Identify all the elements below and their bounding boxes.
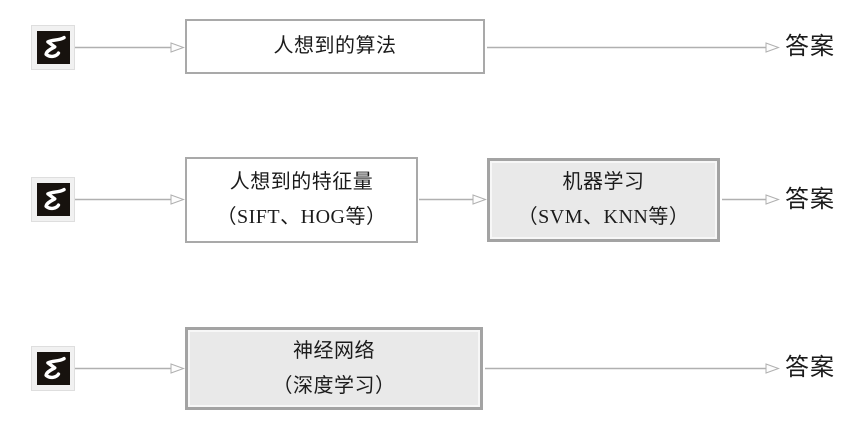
handwritten-5-icon: [36, 183, 70, 216]
box-sublabel: （深度学习）: [272, 374, 396, 397]
arrow-box-to-answer: [487, 42, 780, 53]
answer-label: 答案: [785, 187, 835, 213]
box-neural-network: 神经网络 （深度学习）: [185, 327, 483, 410]
answer-label: 答案: [785, 34, 835, 60]
box-human-features: 人想到的特征量 （SIFT、HOG等）: [185, 157, 418, 243]
box-label: 人想到的特征量: [229, 171, 374, 193]
box-machine-learning: 机器学习 （SVM、KNN等）: [487, 158, 720, 242]
digit-5-image: [31, 177, 75, 222]
digit-5-image: [31, 25, 75, 70]
answer-label: 答案: [785, 355, 835, 381]
box-label: 机器学习: [562, 171, 645, 193]
arrow-box-to-box: [419, 194, 487, 205]
handwritten-5-icon: [36, 352, 70, 385]
box-sublabel: （SVM、KNN等）: [517, 206, 690, 228]
digit-5-image: [31, 346, 75, 391]
box-label: 神经网络: [293, 339, 375, 362]
box-sublabel: （SIFT、HOG等）: [216, 206, 387, 228]
arrow-box-to-answer: [722, 194, 780, 205]
box-human-algorithm: 人想到的算法: [185, 19, 485, 74]
arrow-input-to-box: [75, 42, 185, 53]
arrow-box-to-answer: [485, 363, 780, 374]
handwritten-5-icon: [36, 31, 70, 64]
box-label: 人想到的算法: [273, 35, 397, 57]
arrow-input-to-box: [74, 194, 185, 205]
arrow-input-to-box: [74, 363, 185, 374]
